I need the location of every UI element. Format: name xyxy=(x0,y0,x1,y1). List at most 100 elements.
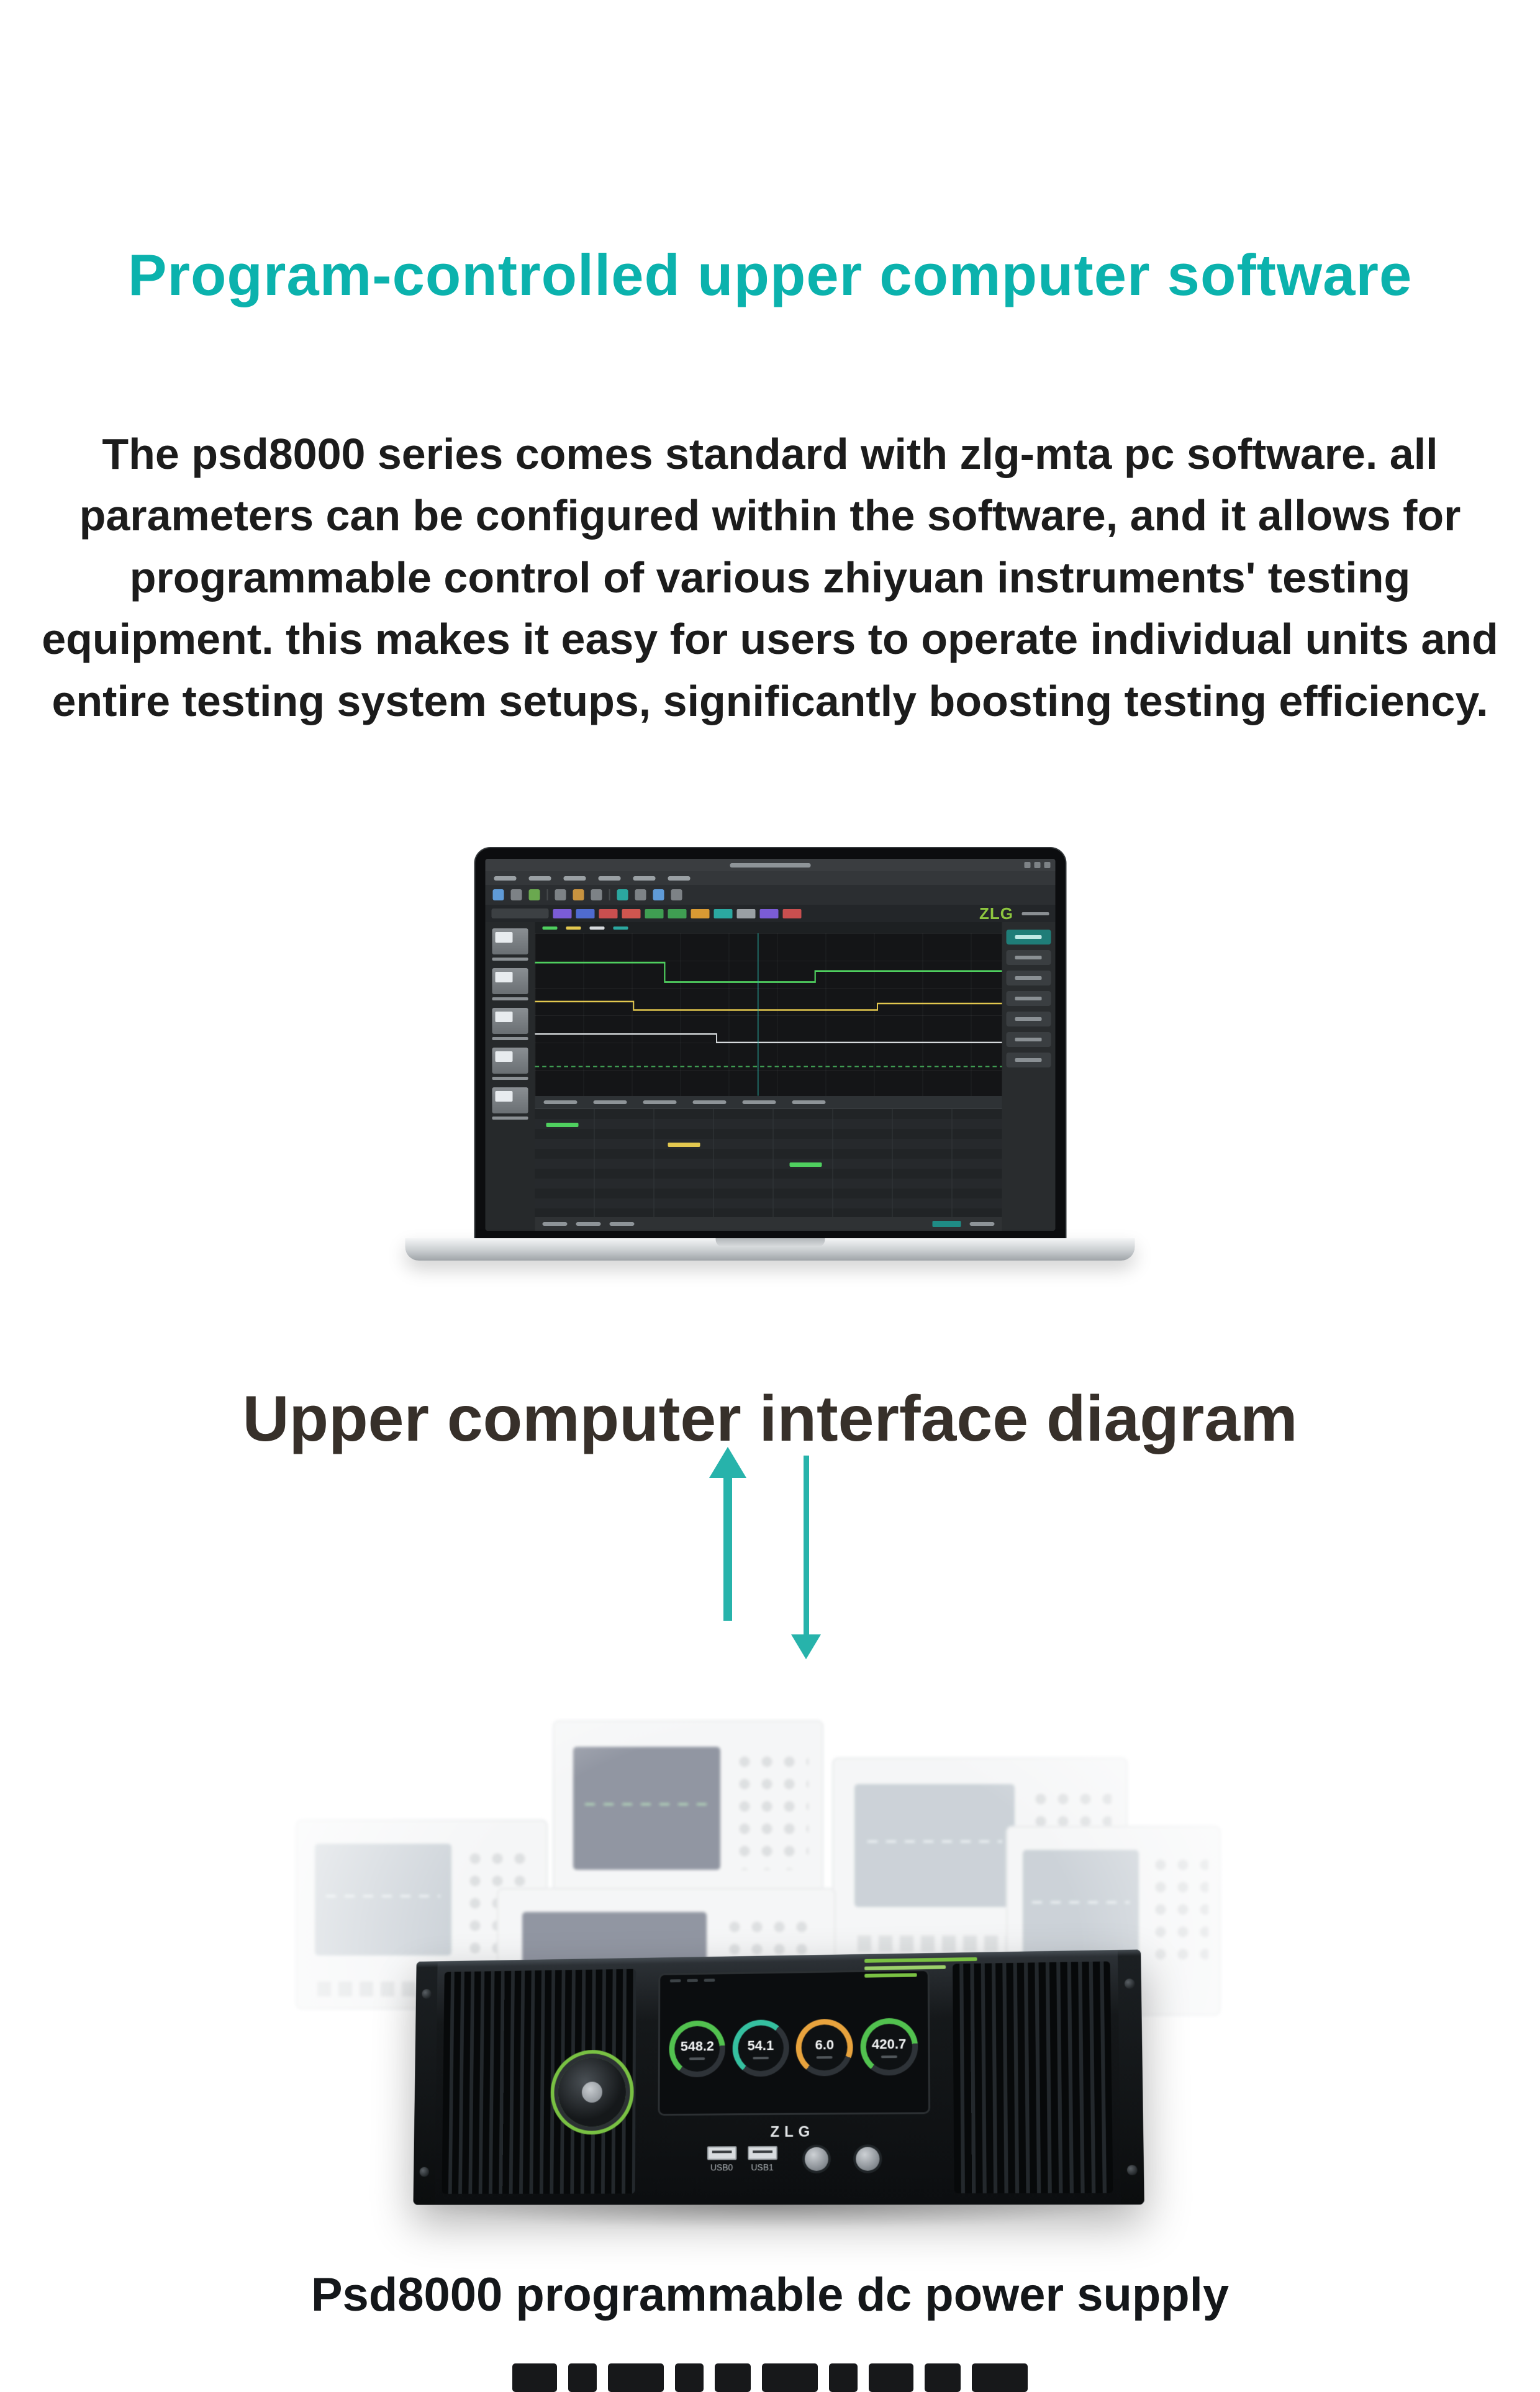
device-label xyxy=(492,958,528,961)
arrow-up-icon xyxy=(709,1447,746,1621)
column-header xyxy=(543,1100,577,1104)
panel-button-label xyxy=(1015,935,1042,939)
front-panel-center: 548.2 54.1 6.0 420.7 xyxy=(642,1953,946,2205)
legend-swatch xyxy=(589,926,604,930)
legend-swatch xyxy=(542,926,557,930)
page-title: Program-controlled upper computer softwa… xyxy=(127,242,1413,307)
sticker-line xyxy=(864,1957,977,1963)
panel-button xyxy=(1006,991,1051,1006)
menu-item xyxy=(668,876,690,881)
device-image xyxy=(492,1087,528,1113)
footer-glyph xyxy=(972,2363,1028,2392)
panel-button xyxy=(1006,971,1051,985)
panel-button-label xyxy=(1015,976,1042,980)
device-caption: Psd8000 programmable dc power supply xyxy=(310,2268,1230,2321)
status-icon xyxy=(669,1979,681,1983)
toolbar-icon xyxy=(635,889,646,900)
channel-tab xyxy=(576,908,594,918)
software-screenshot: ZLG xyxy=(485,859,1055,1231)
panel-button-label xyxy=(1015,997,1042,1000)
screen-status-icons xyxy=(669,1978,715,1983)
close-icon xyxy=(1044,862,1050,868)
waveform-chart xyxy=(535,933,1002,1096)
channel-tab xyxy=(622,908,640,918)
laptop-base xyxy=(405,1238,1135,1261)
gauge-3: 6.0 xyxy=(795,2018,853,2077)
screw-icon xyxy=(1124,1978,1135,1989)
toolbar-icon xyxy=(510,889,522,900)
channel-tab-strip: ZLG xyxy=(485,905,1055,922)
panel-button xyxy=(1006,1053,1051,1067)
footer-glyph xyxy=(512,2363,557,2392)
channel-tab xyxy=(691,908,709,918)
panel-button-label xyxy=(1015,956,1042,959)
toolbar-icon xyxy=(555,889,566,900)
spec-sticker xyxy=(864,1957,978,1978)
status-bar xyxy=(535,1217,1002,1231)
usb-port-block: USB1 xyxy=(747,2145,777,2173)
status-item xyxy=(969,1222,994,1226)
toolbar-icon xyxy=(573,889,584,900)
arrow-down-icon xyxy=(791,1456,821,1659)
right-panel xyxy=(1002,922,1055,1231)
waveform-traces xyxy=(535,933,1002,1096)
window-title-placeholder xyxy=(730,863,810,868)
screw-icon xyxy=(1126,2165,1138,2175)
status-badge xyxy=(932,1221,961,1227)
channel-tab xyxy=(759,908,778,918)
data-table-header xyxy=(535,1095,1002,1109)
device-thumbnail xyxy=(492,928,528,961)
screw-icon xyxy=(422,1989,432,1999)
usb-label: USB1 xyxy=(751,2162,774,2173)
gauge-value: 54.1 xyxy=(747,2037,774,2054)
panel-button-label xyxy=(1015,1038,1042,1041)
vent-grille-right xyxy=(952,1961,1113,2194)
channel-tab xyxy=(713,908,732,918)
psd8000-power-supply: 548.2 54.1 6.0 420.7 xyxy=(413,1949,1144,2205)
column-header xyxy=(593,1100,627,1104)
menu-bar xyxy=(485,871,1055,885)
device-image xyxy=(492,1048,528,1074)
panel-button xyxy=(1006,1032,1051,1047)
laptop-illustration: ZLG xyxy=(405,848,1135,1261)
device-list-sidebar xyxy=(485,922,535,1231)
sticker-line xyxy=(864,1973,918,1978)
legend-swatch xyxy=(566,926,581,930)
gauge-value: 548.2 xyxy=(680,2037,714,2054)
column-header xyxy=(742,1100,776,1104)
toolbar-icon xyxy=(528,889,540,900)
footer-glyph xyxy=(568,2363,597,2392)
partially-visible-footer-text xyxy=(512,2363,1028,2392)
status-item xyxy=(609,1222,634,1226)
column-header xyxy=(692,1100,726,1104)
footer-glyph xyxy=(675,2363,704,2392)
toolbar-icon xyxy=(653,889,664,900)
vent-grille-left xyxy=(442,1968,636,2194)
data-table xyxy=(535,1108,1002,1217)
device-image xyxy=(492,968,528,994)
arrow-up-shaft xyxy=(723,1478,732,1621)
footer-glyph xyxy=(869,2363,913,2392)
gauge-2: 54.1 xyxy=(732,2019,789,2077)
status-icon xyxy=(704,1978,715,1982)
device-label xyxy=(492,1077,528,1080)
interface-caption: Upper computer interface diagram xyxy=(242,1383,1298,1456)
channel-tab xyxy=(736,908,755,918)
rack-ear-right xyxy=(1117,1949,1144,2205)
channel-tab xyxy=(782,908,801,918)
menu-item xyxy=(494,876,516,881)
table-value-highlight xyxy=(668,1142,700,1147)
rack-ear-left xyxy=(413,1961,438,2205)
panel-button xyxy=(1006,950,1051,965)
device-label xyxy=(492,1037,528,1040)
gauge-unit-bar xyxy=(816,2055,833,2059)
channel-tab xyxy=(645,908,663,918)
menu-item xyxy=(633,876,655,881)
column-header xyxy=(643,1100,676,1104)
laptop-screen: ZLG xyxy=(475,848,1065,1238)
device-thumbnail xyxy=(492,1048,528,1080)
device-brand-label: ZLG xyxy=(770,2123,815,2141)
footer-glyph xyxy=(608,2363,664,2392)
footer-glyph xyxy=(715,2363,751,2392)
footer-glyph xyxy=(762,2363,818,2392)
